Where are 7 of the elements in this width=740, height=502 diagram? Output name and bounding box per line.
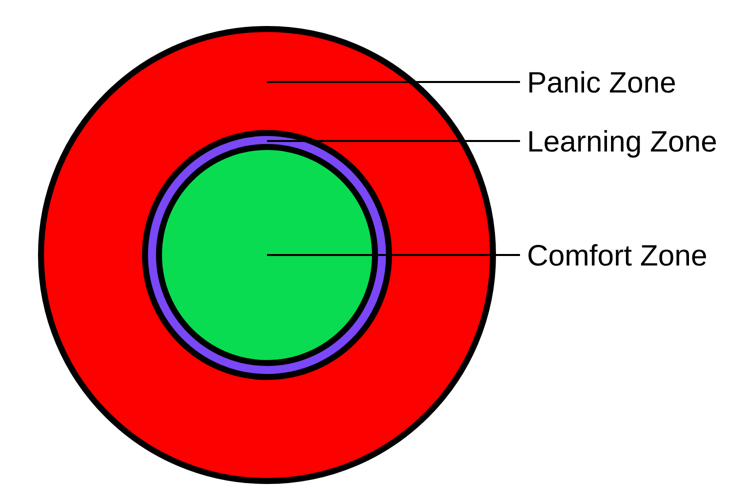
inner-circle <box>156 144 378 366</box>
leader-line <box>267 140 520 142</box>
zone-label: Panic Zone <box>529 71 675 93</box>
leader-line <box>267 81 520 83</box>
zone-label: Learning Zone <box>529 130 716 158</box>
zone-label: Comfort Zone <box>528 244 706 266</box>
leader-line <box>267 254 520 256</box>
